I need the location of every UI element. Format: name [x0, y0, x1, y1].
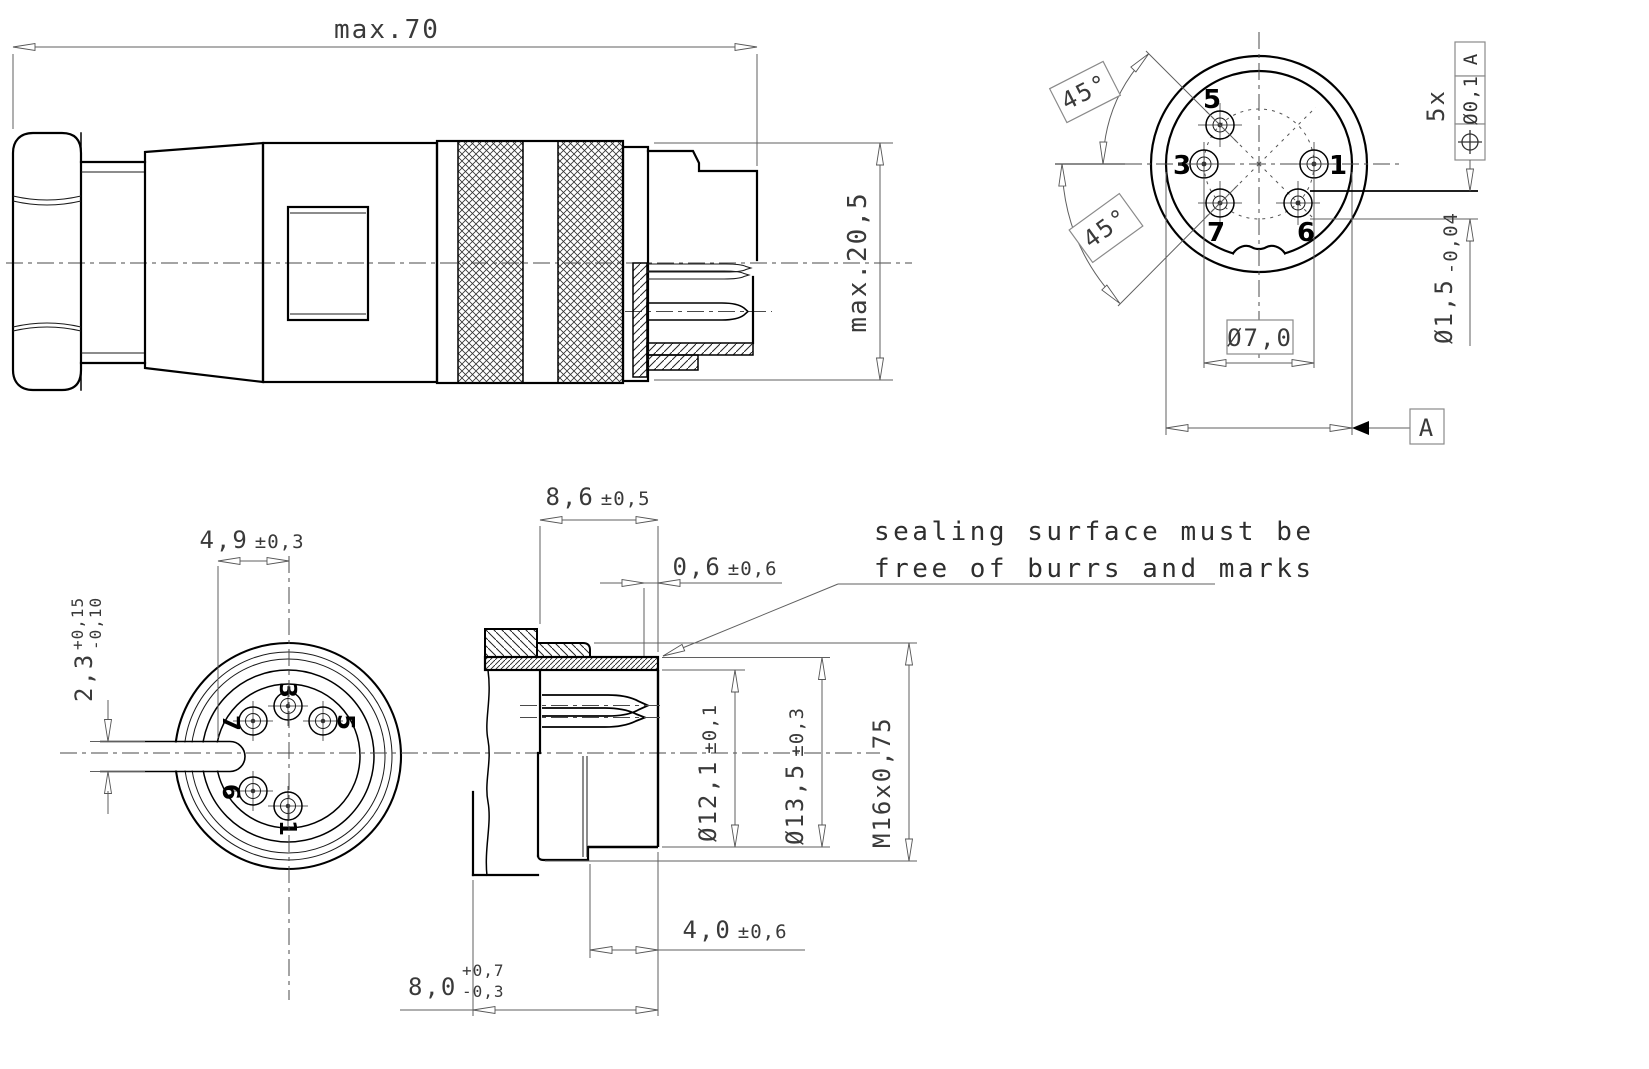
dia-inner-text: Ø12,1±0,1 [694, 704, 722, 842]
insert-step [646, 354, 699, 371]
dim-max-diameter: max.20,5 [654, 142, 893, 381]
fcf-tolerance-text: Ø0,1 [1460, 75, 1482, 125]
dim-dia-inner: Ø12,1±0,1 [662, 669, 830, 848]
sealing-note: sealing surface must be free of burrs an… [662, 517, 1315, 657]
dim-thread: M16x0,75 [545, 642, 917, 862]
offset-text: 0,6±0,6 [672, 553, 777, 581]
dim-depth: 8,6±0,5 [539, 483, 659, 652]
dim-pitch: 4,9±0,3 [199, 526, 304, 738]
pin-6-label: 6 [1297, 218, 1315, 248]
keyway-slot [100, 740, 246, 773]
datum-triangle-icon [1352, 421, 1369, 435]
pin-circle-dia-text: Ø7,0 [1227, 324, 1293, 352]
socket-6-label: 6 [217, 784, 243, 800]
pin-count-text: 5x [1422, 89, 1450, 122]
note-line-2: free of burrs and marks [874, 554, 1315, 584]
insert-bottom [646, 342, 754, 356]
total-length-text: 8,0 [408, 973, 457, 1001]
flange-boss [484, 628, 538, 658]
dim-pin-diameter: Ø1,5-0,04 [1310, 168, 1478, 346]
dim-offset: 0,6±0,6 [600, 553, 782, 656]
socket-7 [233, 701, 273, 741]
socket-7-label: 7 [217, 715, 243, 731]
middle-contact-pin [647, 270, 751, 280]
keyway-tol-minus: -0,10 [86, 597, 105, 650]
socket-3-label: 3 [274, 682, 300, 698]
socket-1-label: 1 [274, 820, 300, 836]
pin-7-label: 7 [1207, 218, 1225, 248]
keyway-tol-plus: +0,15 [68, 597, 87, 650]
pin-6 [1276, 181, 1320, 225]
fcf-datum-text: A [1460, 53, 1482, 65]
total-length-plus: +0,7 [462, 961, 505, 980]
main-shell [261, 141, 439, 384]
keyway-width-text: 2,3 [70, 653, 98, 702]
depth-text: 8,6±0,5 [545, 483, 650, 511]
dim-max-length: max.70 [12, 15, 758, 166]
position-tolerance-icon [1458, 130, 1482, 154]
socket-3 [268, 686, 308, 726]
socket-5-label: 5 [332, 714, 358, 730]
datum-dimension: A [1165, 172, 1445, 445]
dim-total-length: 8,0 +0,7 -0,3 [400, 880, 659, 1016]
datum-flag-text: A [1419, 414, 1435, 442]
pitch-text: 4,9±0,3 [199, 526, 304, 554]
sealing-plate [483, 655, 660, 672]
front-length-text: 4,0±0,6 [682, 916, 787, 944]
socket-5 [303, 701, 343, 741]
pin-5-label: 5 [1203, 85, 1221, 115]
dim-dia-outer: Ø13,5±0,3 [662, 657, 830, 848]
socket-6 [233, 771, 273, 811]
pin-3-label: 3 [1173, 151, 1191, 181]
dim-pin-circle: Ø7,0 [1203, 178, 1315, 368]
break-line [485, 669, 490, 877]
dim-max-length-text: max.70 [334, 15, 440, 45]
section-body [471, 668, 660, 877]
side-view: max.70 max.20,5 [6, 15, 912, 392]
note-line-1: sealing surface must be [874, 517, 1315, 547]
upper-contact-pin [647, 263, 753, 273]
total-length-minus: -0,3 [462, 982, 505, 1001]
dim-front-length: 4,0±0,6 [589, 852, 805, 1016]
dim-keyway: 2,3 +0,15 -0,10 [68, 597, 145, 814]
gland-cylinder [79, 160, 147, 365]
thread-text: M16x0,75 [868, 716, 896, 848]
pin-dia-text: Ø1,5-0,04 [1430, 212, 1462, 344]
feature-control-frame: Ø0,1 A 5x [1422, 41, 1486, 168]
pin-7 [1198, 181, 1242, 225]
male-face-view: 5 3 1 7 6 45° 45° [1048, 32, 1486, 445]
insert-flange [632, 262, 648, 378]
pin-1-label: 1 [1329, 151, 1347, 181]
front-interface [632, 149, 759, 378]
knurl-band-1 [457, 140, 524, 384]
section-pins [520, 694, 660, 728]
section-view: 8,6±0,5 0,6±0,6 sealing surface must be … [400, 483, 1315, 1016]
lower-contact-pin [646, 302, 750, 321]
female-face-view: 3 7 5 6 1 4,9±0,3 2,3 +0,15 -0,10 [60, 526, 880, 1000]
label-window [286, 205, 370, 322]
flange-ledge [536, 642, 591, 658]
dim-max-diameter-text: max.20,5 [843, 191, 873, 332]
female-pins: 3 7 5 6 1 [217, 682, 358, 836]
dia-outer-text: Ø13,5±0,3 [781, 707, 809, 845]
knurl-band-2 [557, 140, 624, 384]
knurled-rings [435, 139, 650, 385]
hex-nut [11, 131, 83, 392]
